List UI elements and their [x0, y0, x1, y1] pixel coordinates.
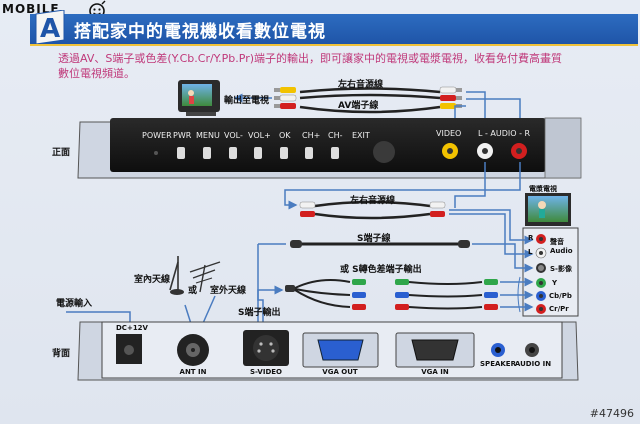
tv-port-audio-label: 聲音 Audio — [550, 238, 573, 255]
front-side-label: 正面 — [52, 148, 71, 158]
audio-in-label: AUDIO IN — [514, 360, 552, 368]
tv-port-cr-label: Cr/Pr — [549, 305, 569, 313]
btn-label-menu: MENU — [196, 131, 220, 140]
vga-in-label: VGA IN — [421, 368, 449, 376]
tv-port-cb-label: Cb/Pb — [549, 292, 572, 300]
title-banner — [30, 14, 638, 46]
rca-cable-audio-top — [299, 87, 441, 114]
svideo-port-label: S-VIDEO — [249, 368, 283, 376]
rear-side-label: 背面 — [52, 349, 71, 359]
s-output-label: S端子輸出 — [238, 308, 281, 318]
s-video-cable — [290, 240, 470, 248]
intro-line-2: 數位電視頻道。 — [58, 67, 135, 80]
audio-cable-middle — [299, 200, 446, 220]
ant-port-label: ANT IN — [179, 368, 207, 376]
tv-port-svideo-label: S-影像 — [550, 265, 572, 273]
front-rca-jacks — [442, 143, 527, 159]
ant-in-jack — [177, 334, 209, 366]
speaker-label: SPEAKER — [480, 360, 516, 368]
video-jack-label: VIDEO — [436, 129, 462, 138]
btn-label-vol-plus: VOL+ — [248, 131, 271, 140]
audio-cable-label-top: 左右音源線 — [338, 80, 384, 90]
btn-label-vol-minus: VOL- — [224, 131, 243, 140]
btn-label-power: POWER — [142, 131, 172, 140]
audio-cable-label-middle: 左右音源線 — [350, 196, 396, 206]
watermark-id: #47496 — [589, 407, 634, 420]
intro-line-1: 透過AV、S端子或色差(Y.Cb.Cr/Y.Pb.Pr)端子的輸出，即可讓家中的… — [58, 52, 563, 65]
outdoor-antenna-icon — [189, 261, 221, 293]
s-cable-label: S端子線 — [357, 234, 391, 244]
audio-in-jack — [525, 343, 539, 357]
badge-letter: A — [40, 14, 60, 44]
btn-label-exit: EXIT — [352, 131, 370, 140]
power-input-label: 電源輸入 — [56, 299, 93, 309]
btn-label-ch-plus: CH+ — [302, 131, 321, 140]
or-label: 或 — [188, 286, 198, 296]
audio-jack-label: L - AUDIO - R — [478, 129, 531, 138]
vga-out-port — [302, 332, 379, 368]
outdoor-antenna-label: 室外天線 — [210, 286, 247, 296]
component-cable-label: 或 S轉色差端子輸出 — [340, 265, 422, 275]
plasma-tv-icon — [525, 193, 571, 226]
indoor-antenna-label: 室內天線 — [134, 275, 171, 285]
vga-in-port — [395, 332, 475, 368]
front-panel-device — [77, 117, 582, 179]
crt-tv-icon — [178, 80, 220, 116]
front-buttons — [154, 141, 395, 163]
vga-out-label: VGA OUT — [322, 368, 358, 376]
speaker-jack — [491, 343, 505, 357]
tv-port-y-label: Y — [552, 279, 558, 287]
btn-label-pwr: PWR — [173, 131, 192, 140]
section-badge: A — [35, 10, 65, 44]
tv-port-r-label: R — [528, 234, 534, 242]
btn-label-ch-minus: CH- — [328, 131, 343, 140]
indoor-antenna-icon — [169, 256, 184, 295]
btn-label-ok: OK — [279, 131, 291, 140]
plasma-tv-label: 電漿電視 — [529, 185, 557, 193]
page-title: 搭配家中的電視機收看數位電視 — [74, 22, 326, 42]
s-video-jack — [243, 330, 289, 366]
av-cable-label: AV端子線 — [338, 101, 379, 111]
tv-out-label: 輸出至電視 — [224, 96, 270, 106]
rca-plugs-left — [274, 87, 297, 109]
dc-jack — [116, 334, 142, 364]
tv-port-l-label: L — [528, 248, 533, 256]
component-cable — [285, 279, 498, 310]
dc-port-label: DC+12V — [116, 324, 148, 332]
rca-plugs-right — [439, 86, 462, 109]
